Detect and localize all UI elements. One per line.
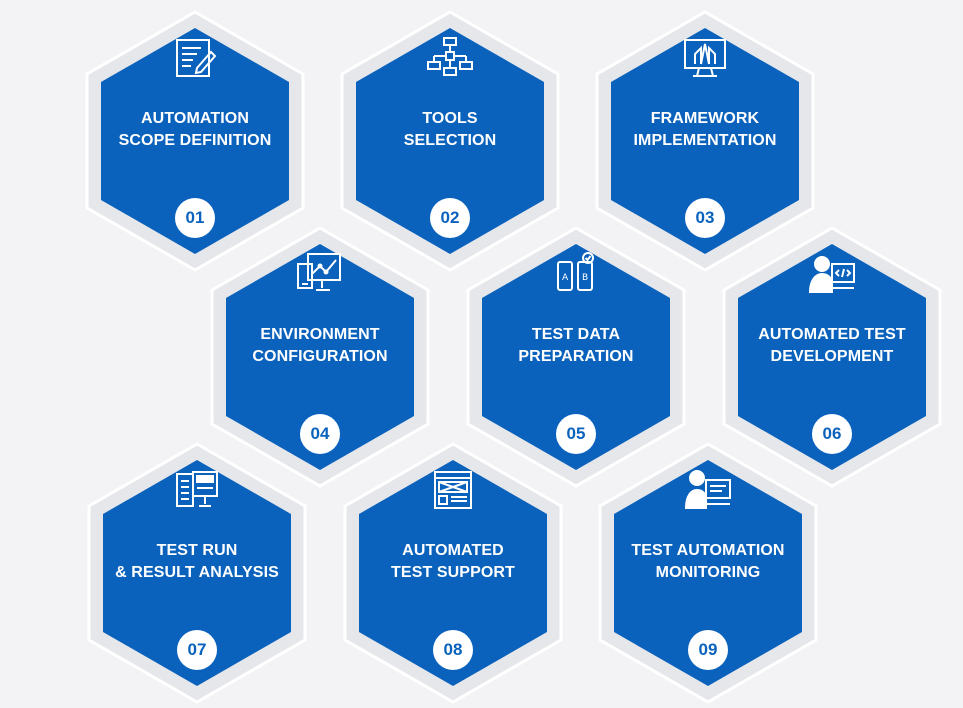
- checklist-monitor-icon: [173, 466, 221, 514]
- step-number-badge: 09: [688, 630, 728, 670]
- hexagon-shape: [722, 226, 942, 488]
- hexagon-shape: [87, 442, 307, 704]
- step-number-badge: 04: [300, 414, 340, 454]
- step-number-badge: 01: [175, 198, 215, 238]
- step-number-badge: 08: [433, 630, 473, 670]
- edit-document-icon: [171, 34, 219, 82]
- svg-text:B: B: [582, 273, 588, 283]
- step-title: TEST RUN& RESULT ANALYSIS: [115, 542, 279, 581]
- hexagon-shape: [210, 226, 430, 488]
- hexagon-shape: [85, 10, 305, 272]
- step-07-hexagon: TEST RUN& RESULT ANALYSIS 07: [77, 438, 317, 708]
- step-number-badge: 03: [685, 198, 725, 238]
- svg-text:A: A: [562, 273, 569, 283]
- monitor-building-icon: [681, 34, 729, 82]
- step-number-badge: 06: [812, 414, 852, 454]
- hexagon-shape: [466, 226, 686, 488]
- hexagon-shape: [340, 10, 560, 272]
- step-number-badge: 05: [556, 414, 596, 454]
- hexagon-shape: [343, 442, 563, 704]
- monitor-chart-icon: [296, 250, 344, 298]
- step-number-badge: 02: [430, 198, 470, 238]
- person-monitor-icon: [684, 466, 732, 514]
- step-number-badge: 07: [177, 630, 217, 670]
- hexagon-shape: [595, 10, 815, 272]
- flowchart-icon: [426, 34, 474, 82]
- hexagon-shape: [598, 442, 818, 704]
- ab-test-devices-icon: A B: [552, 250, 600, 298]
- developer-code-icon: [808, 250, 856, 298]
- web-page-layout-icon: [429, 466, 477, 514]
